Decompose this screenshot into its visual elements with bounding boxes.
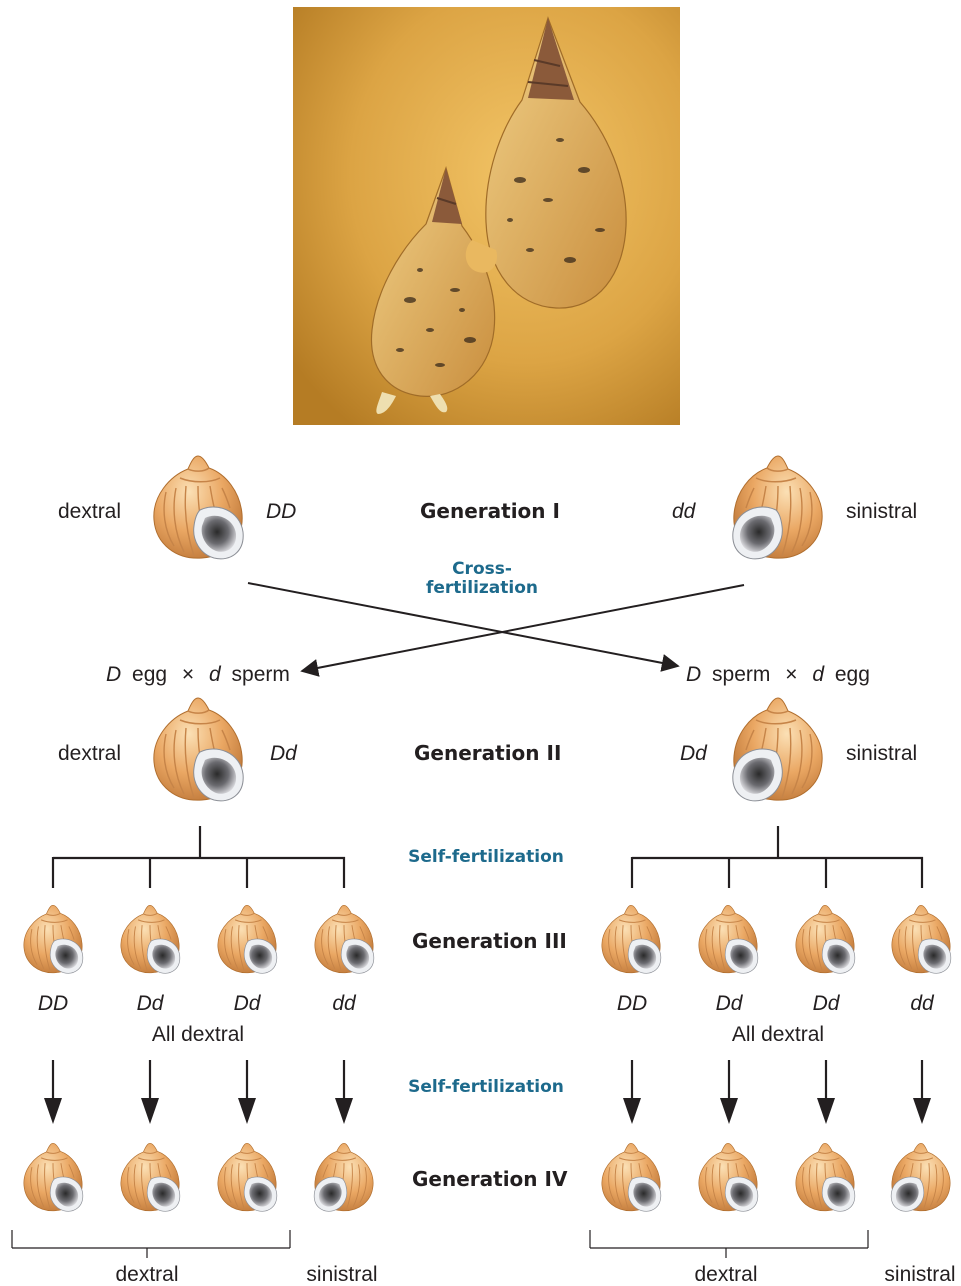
g3-right-shells (602, 905, 951, 973)
g2-left-genotype: Dd (270, 742, 298, 765)
g3-right-shell-icon (796, 905, 855, 973)
g4-right-shell-icon (699, 1143, 758, 1211)
g3-right-shell-icon (602, 905, 661, 973)
g1-left-phenotype: dextral (58, 500, 121, 523)
g1-dextral-shell-icon (154, 456, 243, 559)
gametes-left: D egg × d sperm (106, 663, 290, 686)
gametes-right: D sperm × d egg (686, 663, 870, 686)
g4-right-shell-icon (602, 1143, 661, 1211)
g3-left-shell-icon (121, 905, 180, 973)
g1-right-genotype: dd (672, 500, 697, 523)
g4-left-shell-icon (24, 1143, 83, 1211)
generation-4-label: Generation IV (412, 1167, 568, 1191)
cross-fertilization-label-2: fertilization (426, 578, 538, 598)
g3-left-genotype: Dd (234, 992, 262, 1015)
cross-fertilization-label-1: Cross- (452, 559, 512, 579)
g4-right-sinistral-shell-icon (891, 1143, 950, 1211)
g2-right-phenotype: sinistral (846, 742, 917, 765)
self-fertilization-label-2: Self-fertilization (408, 1077, 564, 1097)
g4-left-bracket (12, 1230, 290, 1258)
generation-1-label: Generation I (420, 499, 560, 523)
g3-left-genotype: Dd (137, 992, 165, 1015)
left-branch-tree (53, 826, 345, 888)
g3-right-genotype: DD (617, 992, 647, 1015)
g4-right-sinistral-label: sinistral (884, 1263, 955, 1286)
g3-left-genotype: dd (332, 992, 357, 1015)
g2-left-phenotype: dextral (58, 742, 121, 765)
g3-right-genotype: Dd (716, 992, 744, 1015)
g3-left-shell-icon (218, 905, 277, 973)
snail-photo (293, 7, 680, 425)
g3-left-genotype: DD (38, 992, 68, 1015)
g3-left-shell-icon (315, 905, 374, 973)
g4-left-dextral-label: dextral (115, 1263, 178, 1286)
g4-right-shells (602, 1143, 950, 1211)
g3-right-shell-icon (699, 905, 758, 973)
g4-left-sinistral-label: sinistral (306, 1263, 377, 1286)
generation-3-label: Generation III (412, 929, 567, 953)
g4-left-shells (24, 1143, 373, 1211)
g1-left-genotype: DD (266, 500, 296, 523)
g3-left-shells (24, 905, 374, 973)
g1-sinistral-shell-icon (733, 456, 822, 559)
g3-right-summary: All dextral (732, 1023, 824, 1046)
g3-right-genotype: dd (910, 992, 935, 1015)
g1-right-phenotype: sinistral (846, 500, 917, 523)
right-branch-tree (632, 826, 923, 888)
g3-right-genotype: Dd (813, 992, 841, 1015)
g4-right-shell-icon (796, 1143, 855, 1211)
g2-dextral-shell-right-icon (733, 698, 822, 801)
g4-right-dextral-label: dextral (694, 1263, 757, 1286)
generation-2-label: Generation II (414, 741, 561, 765)
g3-right-shell-icon (892, 905, 951, 973)
self-fertilization-label-1: Self-fertilization (408, 847, 564, 867)
g4-left-shell-icon (121, 1143, 180, 1211)
g2-dextral-shell-icon (154, 698, 243, 801)
g4-right-bracket (590, 1230, 868, 1258)
g4-left-sinistral-shell-icon (314, 1143, 373, 1211)
g4-left-shell-icon (218, 1143, 277, 1211)
g3-left-shell-icon (24, 905, 83, 973)
g2-right-genotype: Dd (680, 742, 708, 765)
g3-left-summary: All dextral (152, 1023, 244, 1046)
